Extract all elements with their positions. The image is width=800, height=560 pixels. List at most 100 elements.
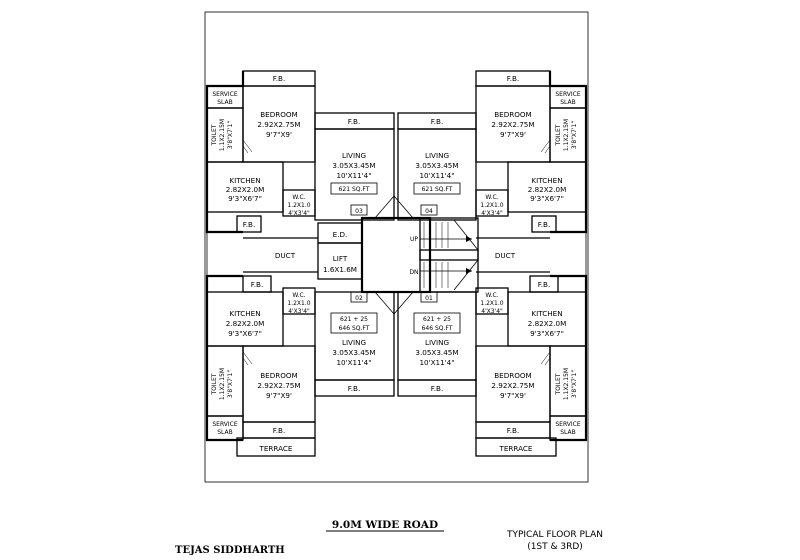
wc-metric: 1.2X1.0 — [480, 300, 503, 307]
terrace-label: TERRACE — [499, 444, 533, 453]
plot-boundary — [204, 11, 589, 483]
toilet-label: TOILET — [211, 373, 218, 395]
flower-bed-label: F.B. — [348, 384, 360, 393]
flower-bed-label: F.B. — [243, 220, 255, 229]
bedroom-metric: 2.92X2.75M — [257, 120, 300, 129]
toilet-imperial: 3'8"X7'1" — [571, 370, 578, 398]
flower-bed-label: F.B. — [348, 117, 360, 126]
living-label: LIVING — [342, 151, 366, 160]
terrace-label: TERRACE — [259, 444, 293, 453]
toilet-metric: 1.1X2.15M — [563, 119, 570, 151]
duct-label: DUCT — [495, 251, 516, 260]
wc-metric: 1.2X1.0 — [287, 300, 310, 307]
kitchen-label: KITCHEN — [229, 309, 260, 318]
kitchen-metric: 2.82X2.0M — [528, 319, 567, 328]
kitchen-label: KITCHEN — [531, 176, 562, 185]
wc-imperial: 4'X3'4" — [481, 308, 503, 315]
living-label: LIVING — [425, 338, 449, 347]
kitchen-imperial: 9'3"X6'7" — [530, 329, 564, 338]
bedroom-label: BEDROOM — [260, 110, 298, 119]
bedroom-label: BEDROOM — [494, 371, 532, 380]
bedroom-label: BEDROOM — [494, 110, 532, 119]
kitchen-label: KITCHEN — [229, 176, 260, 185]
kitchen-metric: 2.82X2.0M — [226, 185, 265, 194]
flat-area: 621 + 25 — [423, 316, 451, 323]
flat-01: F.B. W.C. 1.2X1.0 4'X3'4" KITCHEN 2.82X2… — [397, 274, 588, 457]
toilet-label: TOILET — [555, 124, 562, 146]
flat-area: 646 SQ.FT — [339, 325, 370, 332]
lift-size: 1.6X1.6M — [323, 265, 357, 274]
service-slab-label: SERVICE — [212, 421, 238, 428]
bedroom-imperial: 9'7"X9' — [266, 130, 292, 139]
flower-bed-label: F.B. — [538, 220, 550, 229]
wc-imperial: 4'X3'4" — [288, 308, 310, 315]
toilet-metric: 1.1X2.15M — [219, 119, 226, 151]
flat-04: F.B. SERVICE SLAB TOILET 1.1X2.15M 3'8"X… — [397, 70, 588, 234]
wc-label: W.C. — [292, 292, 305, 299]
bedroom-metric: 2.92X2.75M — [257, 381, 300, 390]
flat-number: 01 — [425, 295, 433, 302]
kitchen-imperial: 9'3"X6'7" — [228, 194, 262, 203]
bedroom-metric: 2.92X2.75M — [491, 381, 534, 390]
flat-number: 03 — [355, 208, 363, 215]
flat-area: 621 SQ.FT — [422, 186, 453, 193]
toilet-metric: 1.1X2.15M — [563, 368, 570, 400]
living-metric: 3.05X3.45M — [415, 348, 458, 357]
toilet-label: TOILET — [555, 373, 562, 395]
service-slab-label: SERVICE — [212, 91, 238, 98]
flower-bed-label: F.B. — [251, 280, 263, 289]
flat-number: 04 — [425, 208, 433, 215]
wc-label: W.C. — [292, 194, 305, 201]
living-metric: 3.05X3.45M — [332, 348, 375, 357]
wc-label: W.C. — [485, 194, 498, 201]
wc-imperial: 4'X3'4" — [288, 210, 310, 217]
arrow-right-icon — [466, 268, 472, 274]
flat-area: 646 SQ.FT — [422, 325, 453, 332]
electric-duct-label: E.D. — [333, 230, 348, 239]
flower-bed-label: F.B. — [538, 280, 550, 289]
service-slab-label: SERVICE — [555, 91, 581, 98]
service-slab-label: SLAB — [560, 429, 576, 436]
living-imperial: 10'X11'4" — [419, 171, 454, 180]
stair-down-label: DN — [409, 269, 418, 276]
road-label: 9.0M WIDE ROAD — [332, 519, 438, 531]
wc-label: W.C. — [485, 292, 498, 299]
flat-area: 621 SQ.FT — [339, 186, 370, 193]
service-slab-label: SLAB — [217, 99, 233, 106]
living-metric: 3.05X3.45M — [415, 161, 458, 170]
kitchen-imperial: 9'3"X6'7" — [530, 194, 564, 203]
toilet-imperial: 3'8"X7'1" — [571, 121, 578, 149]
bedroom-imperial: 9'7"X9' — [500, 391, 526, 400]
bedroom-imperial: 9'7"X9' — [266, 391, 292, 400]
flower-bed-label: F.B. — [507, 74, 519, 83]
living-imperial: 10'X11'4" — [336, 171, 371, 180]
kitchen-label: KITCHEN — [531, 309, 562, 318]
wc-metric: 1.2X1.0 — [480, 202, 503, 209]
drawing-floors: (1ST & 3RD) — [527, 542, 583, 552]
service-slab-label: SERVICE — [555, 421, 581, 428]
living-imperial: 10'X11'4" — [336, 358, 371, 367]
lift-label: LIFT — [333, 254, 348, 263]
flower-bed-label: F.B. — [431, 117, 443, 126]
drawing-title: TYPICAL FLOOR PLAN — [506, 530, 603, 540]
service-slab-label: SLAB — [217, 429, 233, 436]
wc-imperial: 4'X3'4" — [481, 210, 503, 217]
flower-bed-label: F.B. — [431, 384, 443, 393]
bedroom-label: BEDROOM — [260, 371, 298, 380]
toilet-imperial: 3'8"X7'1" — [227, 370, 234, 398]
living-label: LIVING — [342, 338, 366, 347]
flat-03: F.B. SERVICE SLAB TOILET 1.1X2.15M 3'8"X… — [205, 70, 395, 234]
kitchen-imperial: 9'3"X6'7" — [228, 329, 262, 338]
stair-up-label: UP — [410, 236, 418, 243]
living-metric: 3.05X3.45M — [332, 161, 375, 170]
toilet-metric: 1.1X2.15M — [219, 368, 226, 400]
kitchen-metric: 2.82X2.0M — [226, 319, 265, 328]
living-label: LIVING — [425, 151, 449, 160]
wc-metric: 1.2X1.0 — [287, 202, 310, 209]
flat-02: F.B. W.C. 1.2X1.0 4'X3'4" KITCHEN 2.82X2… — [205, 274, 395, 457]
toilet-label: TOILET — [211, 124, 218, 146]
flower-bed-label: F.B. — [507, 426, 519, 435]
flower-bed-label: F.B. — [273, 74, 285, 83]
kitchen-metric: 2.82X2.0M — [528, 185, 567, 194]
